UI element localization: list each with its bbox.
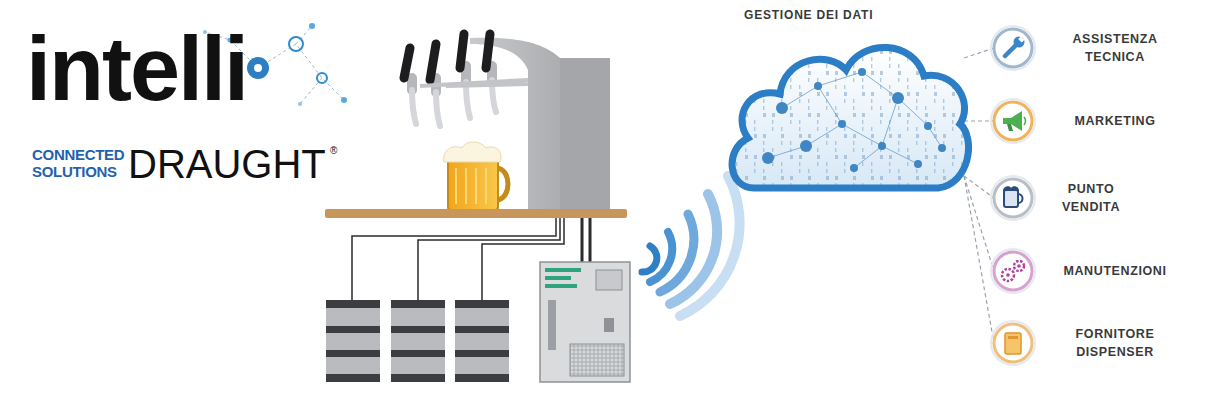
beer-lines	[352, 218, 590, 300]
service-label: FORNITORE DISPENSER	[1050, 325, 1180, 361]
logo-tagline: CONNECTED SOLUTIONS	[32, 146, 130, 181]
tower-column	[560, 58, 610, 210]
service-icon	[990, 248, 1036, 294]
data-cloud: GESTIONE DEI DATI	[722, 8, 972, 200]
dashed-connector	[964, 176, 994, 343]
cloud-shape	[722, 28, 972, 200]
logo-word: intelli	[26, 24, 247, 114]
wifi-signal	[642, 176, 740, 316]
service-label: MANUTENZIONI	[1050, 262, 1180, 280]
beer-mug	[444, 142, 508, 210]
dashed-connector	[964, 176, 994, 198]
dashed-connector	[964, 120, 994, 121]
service-node: ASSISTENZA TECNICA	[990, 25, 1180, 71]
service-node: MARKETING	[990, 98, 1180, 144]
service-icon	[990, 320, 1036, 366]
service-icon	[990, 175, 1036, 221]
service-label: PUNTO VENDITA	[1050, 180, 1132, 216]
counter	[325, 209, 627, 218]
cooler-unit	[540, 262, 630, 382]
service-icon	[990, 98, 1036, 144]
service-node: PUNTO VENDITA	[990, 175, 1132, 221]
dashed-connector	[964, 176, 994, 271]
dashed-connector	[964, 48, 994, 58]
service-node: MANUTENZIONI	[990, 248, 1180, 294]
service-label: ASSISTENZA TECNICA	[1050, 30, 1180, 66]
service-node: FORNITORE DISPENSER	[990, 320, 1180, 366]
registered-mark: ®	[330, 146, 337, 156]
kegs	[326, 300, 509, 382]
logo-word: DRAUGHT	[128, 144, 326, 184]
beer-taps	[404, 34, 528, 126]
service-label: MARKETING	[1050, 112, 1180, 130]
service-icon	[990, 25, 1036, 71]
cloud-title: GESTIONE DEI DATI	[744, 8, 873, 22]
